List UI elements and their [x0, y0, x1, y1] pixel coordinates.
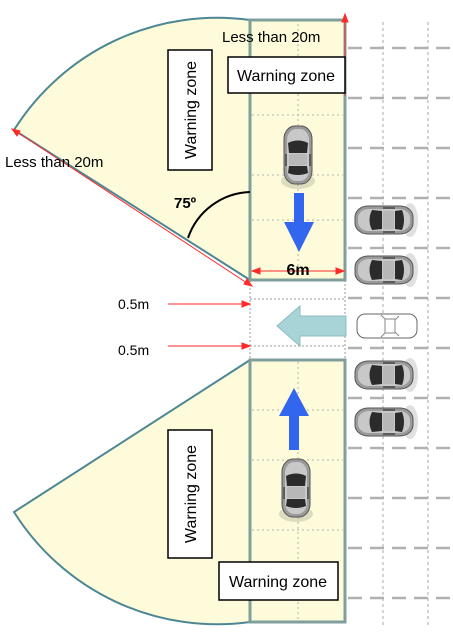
warning-zone-box-bottom-left	[167, 429, 213, 559]
parked-car-3-icon	[354, 357, 419, 393]
bottom-wedge-warning-zone	[12, 358, 251, 626]
lane-width-label: 6m	[286, 262, 309, 279]
distance-left-label: Less than 20m	[5, 154, 103, 171]
exit-direction-arrow	[276, 304, 347, 348]
top-wedge-warning-zone	[12, 16, 251, 282]
angle-arc	[187, 191, 251, 239]
angle-label: 75º	[174, 195, 197, 212]
warning-zone-label: Warning zone	[183, 61, 200, 159]
moving-car-top-icon	[280, 125, 316, 190]
warning-zone-box-top-left	[167, 49, 213, 171]
warning-zone-label: Warning zone	[183, 445, 200, 543]
warning-zone-label: Warning zone	[237, 68, 335, 85]
moving-car-bottom-icon	[278, 458, 314, 523]
distance-top-label: Less than 20m	[222, 29, 320, 46]
measurement-lines	[10, 12, 349, 350]
gap-label-lower: 0.5m	[118, 342, 149, 358]
gap-label-upper: 0.5m	[118, 296, 149, 312]
parked-car-1-icon	[354, 202, 419, 238]
exiting-car-icon	[356, 313, 418, 339]
warning-zone-label: Warning zone	[229, 574, 327, 591]
warning-zone-box-top-right	[227, 56, 346, 94]
parked-car-2-icon	[354, 252, 419, 288]
warning-zone-box-bottom-right	[218, 561, 339, 601]
down-direction-arrow	[284, 193, 314, 252]
parked-car-4-icon	[354, 404, 419, 440]
up-direction-arrow	[279, 388, 309, 450]
